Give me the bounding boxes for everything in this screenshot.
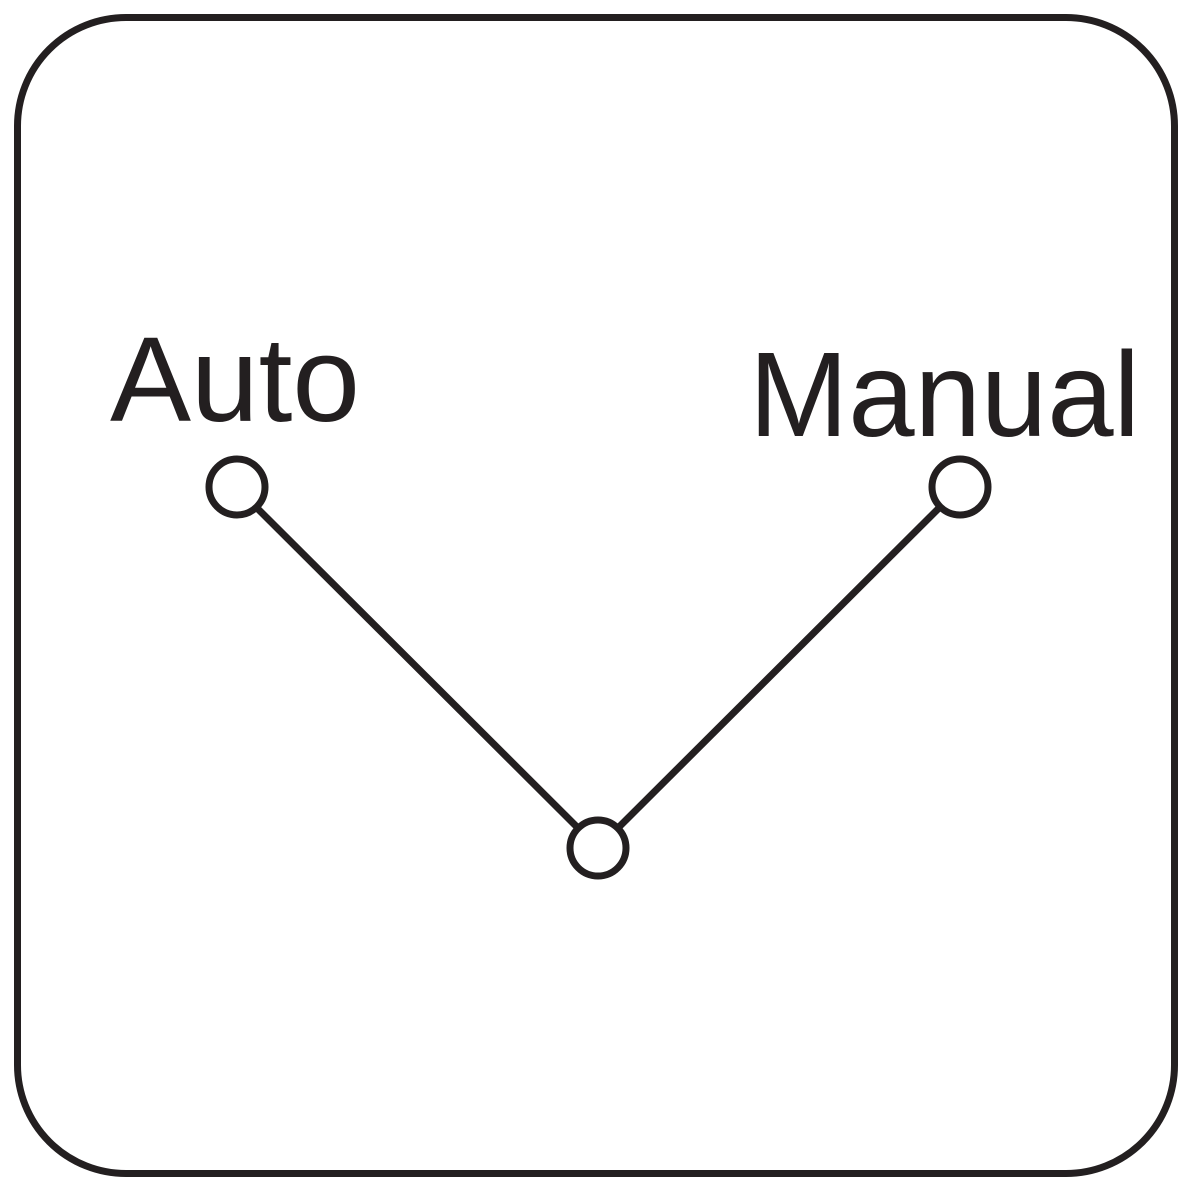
manual-label: Manual [749,326,1140,462]
manual-terminal [928,455,992,519]
manual-connection-line [615,504,943,831]
auto-connection-line [253,504,581,831]
auto-label: Auto [110,311,360,447]
common-terminal [566,816,630,880]
rounded-border-frame [14,14,1178,1177]
auto-terminal [205,455,269,519]
